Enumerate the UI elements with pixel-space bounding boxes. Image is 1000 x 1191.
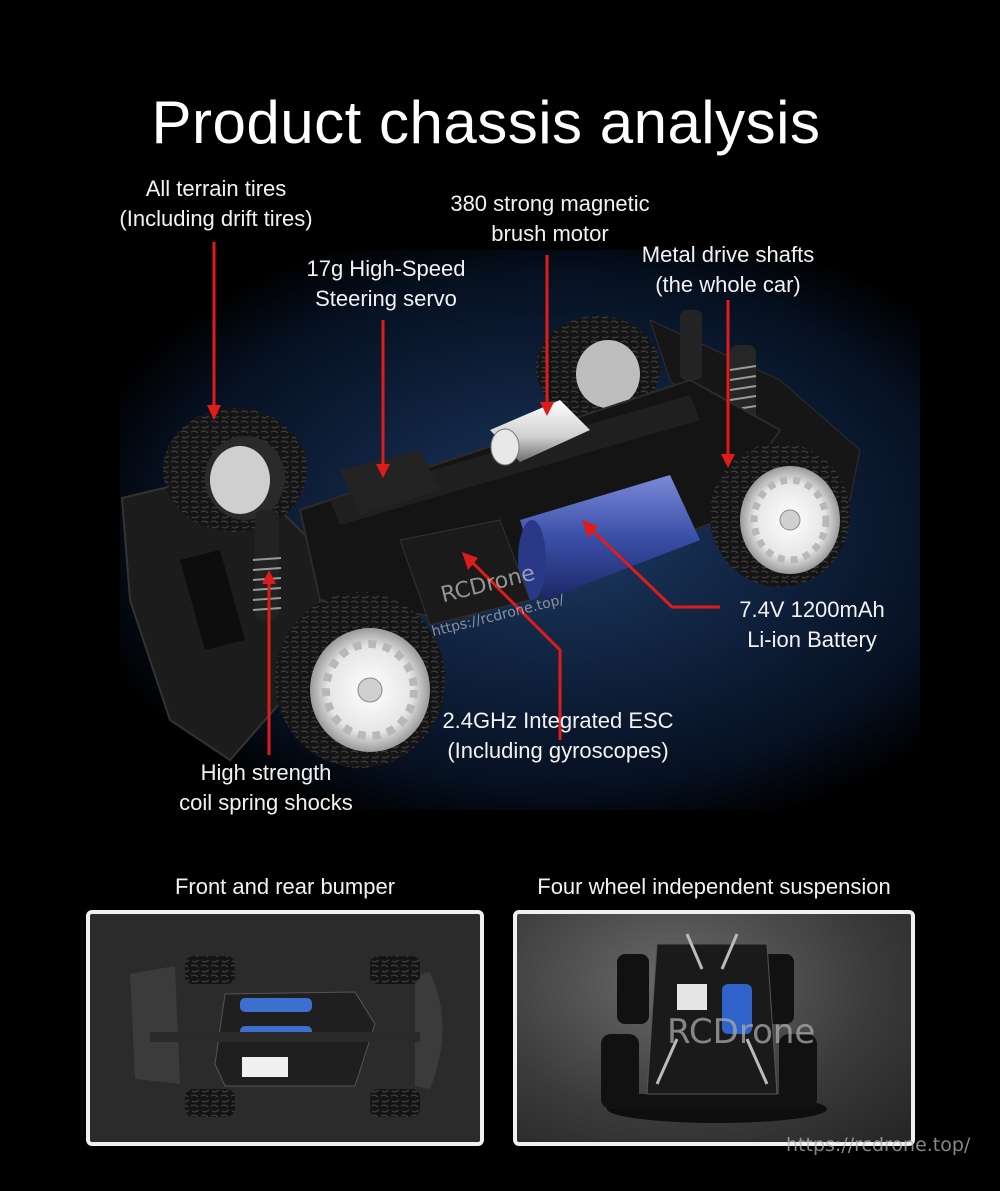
watermark-url-bottom: https://rcdrone.top/ xyxy=(786,1134,971,1156)
callout-shocks: High strength coil spring shocks xyxy=(166,758,366,818)
page-title: Product chassis analysis xyxy=(151,89,821,157)
wheel-front-left xyxy=(163,408,307,532)
watermark-brand-panel: RCDrone xyxy=(667,1012,816,1052)
callout-shafts-line2: (the whole car) xyxy=(655,272,801,297)
arrow-esc xyxy=(462,552,478,570)
arrow-tires xyxy=(207,405,221,420)
callout-servo: 17g High-Speed Steering servo xyxy=(296,254,476,314)
callout-shocks-line1: High strength xyxy=(200,760,332,785)
suspension-title: Four wheel independent suspension xyxy=(537,874,891,899)
callout-tires: All terrain tires (Including drift tires… xyxy=(104,174,328,234)
callout-shafts: Metal drive shafts (the whole car) xyxy=(632,240,824,300)
callout-esc-line2: (Including gyroscopes) xyxy=(447,738,669,763)
suspension-image-panel: RCDrone xyxy=(513,910,915,1146)
arrow-shafts xyxy=(721,454,735,468)
front-shock xyxy=(252,510,282,620)
callout-tires-line2: (Including drift tires) xyxy=(119,206,313,231)
arrow-shocks xyxy=(262,570,276,584)
wheel-rear-right xyxy=(710,443,850,587)
top-view-chassis xyxy=(130,956,443,1117)
arrow-servo xyxy=(376,464,390,478)
bumper-title: Front and rear bumper xyxy=(174,874,396,899)
callout-battery: 7.4V 1200mAh Li-ion Battery xyxy=(728,595,896,655)
wheel-front-right xyxy=(275,592,445,768)
callout-motor: 380 strong magnetic brush motor xyxy=(440,189,660,249)
callout-lines xyxy=(207,242,735,755)
callout-motor-line2: brush motor xyxy=(491,221,609,246)
arrow-battery xyxy=(582,520,598,538)
battery xyxy=(518,475,700,600)
steering-servo xyxy=(340,450,440,515)
front-view-chassis xyxy=(601,933,827,1123)
motor xyxy=(490,400,590,466)
callout-battery-line2: Li-ion Battery xyxy=(747,627,877,652)
arrow-motor xyxy=(540,402,554,416)
callout-esc: 2.4GHz Integrated ESC (Including gyrosco… xyxy=(430,706,686,766)
callout-shafts-line1: Metal drive shafts xyxy=(641,242,815,267)
wheel-rear-left xyxy=(536,316,660,420)
bumper-image-panel xyxy=(86,910,484,1146)
callout-battery-line1: 7.4V 1200mAh xyxy=(739,597,885,622)
callout-esc-line1: 2.4GHz Integrated ESC xyxy=(442,708,674,733)
callout-shocks-line2: coil spring shocks xyxy=(179,790,353,815)
callout-servo-line1: 17g High-Speed xyxy=(306,256,466,281)
esc-box xyxy=(399,519,531,626)
callout-servo-line2: Steering servo xyxy=(315,286,457,311)
chassis-illustration xyxy=(120,310,861,768)
callout-tires-line1: All terrain tires xyxy=(145,176,287,201)
callout-motor-line1: 380 strong magnetic xyxy=(450,191,650,216)
